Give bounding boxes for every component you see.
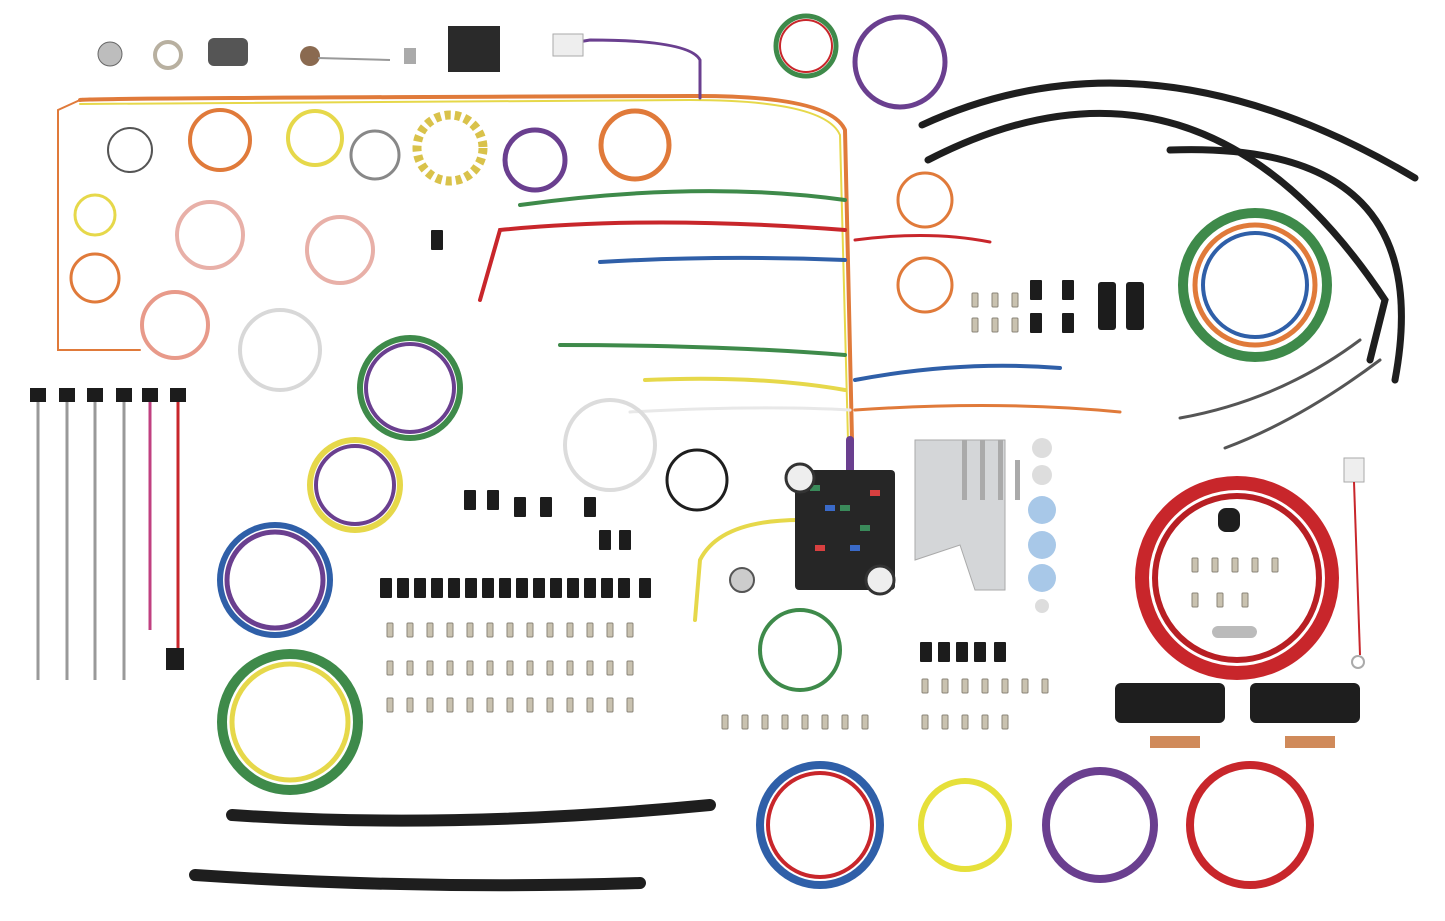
mounting-plate [914,439,1006,591]
red-lead-wire [1343,457,1365,669]
bulb-socket-pigtails [30,388,186,680]
mega-fuse-holders [1115,508,1360,748]
loose-connectors [380,230,1144,662]
top-hardware-parts [97,26,584,72]
fuse-panel [729,462,896,596]
wire-coils [69,13,1339,889]
bolts-and-washers [962,438,1056,613]
black-sleeve-tubes [189,79,1419,892]
main-dash-harness [57,38,1122,622]
